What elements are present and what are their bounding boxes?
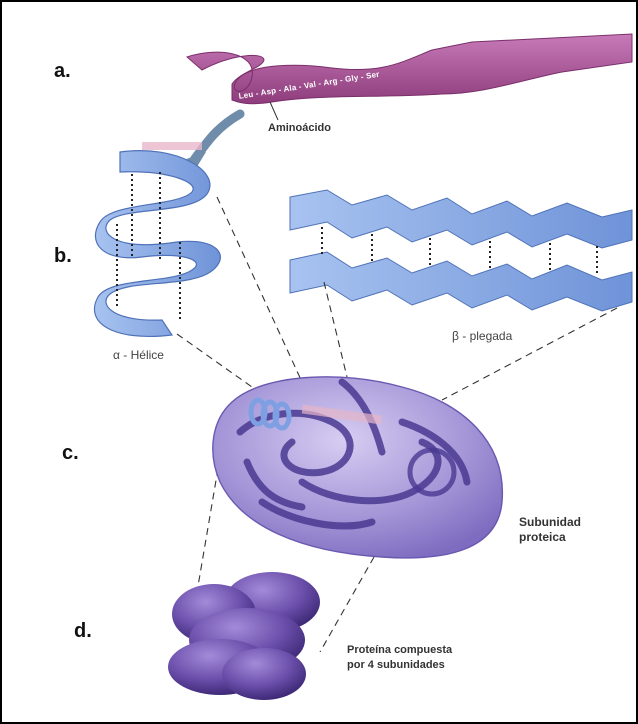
aminoacido-pointer [270,102,278,120]
subunit-label-line1: Subunidad [519,515,581,530]
subunit-label-line2: proteica [519,530,581,545]
quaternary-label-line1: Proteína compuesta [347,643,452,658]
step-a-label: a. [54,60,71,83]
protein-subunit [213,377,503,558]
beta-pleated-sheet [290,190,632,311]
step-c-label: c. [62,442,79,465]
step-b-label: b. [54,245,72,268]
step-d-label: d. [74,620,92,643]
subunit-label: Subunidad proteica [519,515,581,545]
quaternary-protein [168,572,320,700]
quaternary-label: Proteína compuesta por 4 subunidades [347,643,452,673]
alpha-helix [94,142,220,336]
alpha-helix-label: α - Hélice [113,348,164,362]
aminoacido-label: Aminoácido [268,122,331,134]
beta-sheet-label: β - plegada [452,329,512,343]
quaternary-label-line2: por 4 subunidades [347,658,452,673]
